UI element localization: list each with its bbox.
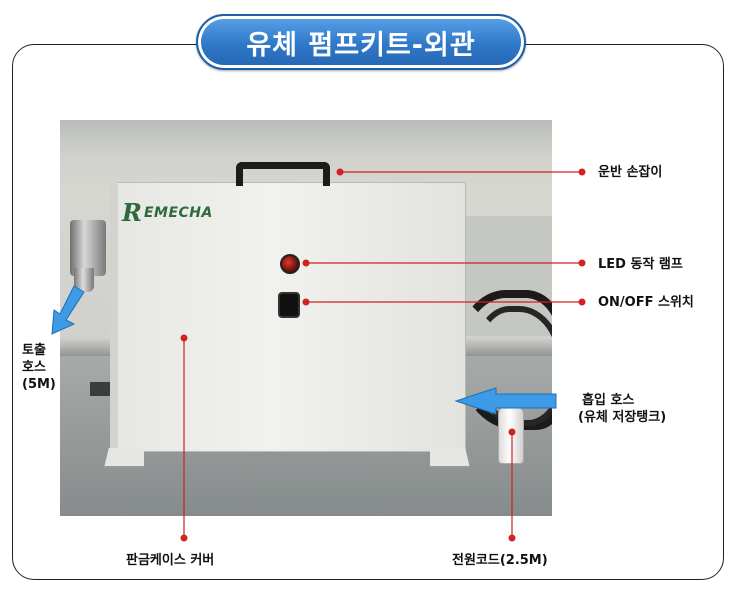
case-foot-left (104, 448, 144, 468)
leader-dot-handle-end (578, 168, 586, 176)
leader-dot-handle-start (336, 168, 344, 176)
label-power-cord: 전원코드(2.5M) (452, 553, 548, 568)
label-outlet-hose: 토출 호스 (5M) (22, 342, 56, 393)
outlet-fitting-tip (74, 268, 94, 292)
led-lamp (280, 254, 300, 274)
label-outlet-line-2: 호스 (22, 360, 46, 375)
label-outlet-line-3: (5M) (22, 377, 56, 392)
logo-text: EMECHA (143, 204, 213, 221)
label-led-lamp: LED 동작 램프 (598, 257, 683, 272)
inlet-arrow-icon (454, 387, 557, 415)
label-switch: ON/OFF 스위치 (598, 295, 694, 310)
on-off-switch (278, 292, 300, 318)
pump-case-edge (110, 182, 118, 452)
label-inlet-line-1: 흡입 호스 (582, 393, 635, 408)
title-banner: 유체 펌프키트-외관 (196, 14, 526, 70)
leader-dot-cord-end (508, 534, 516, 542)
carry-handle (236, 162, 330, 186)
product-photo: R EMECHA (60, 120, 552, 516)
leader-dot-case-end (180, 534, 188, 542)
leader-dot-led-end (578, 259, 586, 267)
case-foot-right (430, 448, 470, 468)
leader-dot-cord-start (508, 428, 516, 436)
label-case-cover: 판금케이스 커버 (126, 553, 215, 568)
label-outlet-line-1: 토출 (22, 343, 46, 358)
leader-dot-switch-end (578, 298, 586, 306)
label-inlet-line-2: (유체 저장탱크) (578, 410, 667, 425)
page-title: 유체 펌프키트-외관 (246, 29, 476, 61)
leader-dot-led-start (302, 259, 310, 267)
leader-dot-case-start (180, 334, 188, 342)
wall-band (60, 120, 552, 160)
label-inlet-hose: 흡입 호스 (유체 저장탱크) (578, 392, 666, 426)
logo-mark: R (122, 198, 142, 227)
remecha-logo: R EMECHA (122, 198, 213, 227)
label-handle: 운반 손잡이 (598, 165, 663, 180)
outlet-arrow-icon (51, 285, 85, 335)
leader-dot-switch-start (302, 298, 310, 306)
outlet-fitting (70, 220, 106, 276)
